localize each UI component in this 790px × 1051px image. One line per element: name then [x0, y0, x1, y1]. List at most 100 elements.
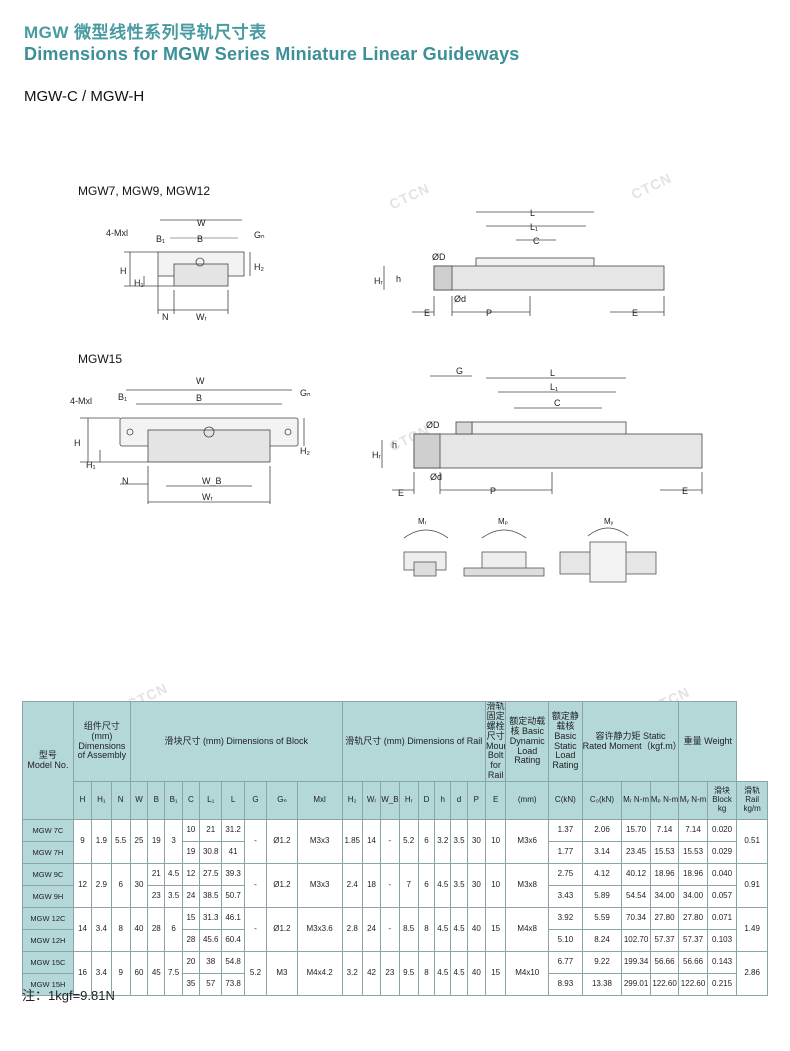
cell: 31.3 — [199, 907, 223, 931]
cell: M4x10 — [505, 951, 550, 997]
cell: 31.2 — [221, 819, 245, 843]
cell: 0.057 — [706, 885, 738, 909]
cell: 12 — [72, 863, 93, 909]
cell: M3x3 — [296, 819, 343, 865]
th-col: Mᵧ N-m — [678, 781, 708, 821]
cell: 54.8 — [221, 951, 245, 975]
cell: 27.80 — [678, 907, 708, 931]
label-B: B — [197, 234, 203, 244]
cell: 21 — [147, 863, 166, 887]
cell: 39.3 — [221, 863, 245, 887]
cell: 122.60 — [678, 973, 708, 997]
cell: 3.14 — [581, 841, 623, 865]
label-D: ØD — [426, 420, 440, 430]
table-row: MGW 15H 35 57 73.8 8.93 13.38 299.01 122… — [22, 973, 768, 997]
cell: - — [243, 907, 268, 953]
cell: 7.14 — [649, 819, 680, 843]
moment-diagram-mp: Mₚ — [463, 517, 545, 577]
label-L1: L₁ — [550, 382, 558, 392]
table-row: MGW 9H 23 3.5 24 38.5 50.7 3.43 5.89 54.… — [22, 885, 768, 909]
th-col: Gₙ — [266, 781, 298, 821]
cell: 38 — [199, 951, 223, 975]
cell: 30 — [466, 863, 487, 909]
cell-model: MGW 15H — [22, 973, 74, 997]
cell: 16 — [72, 951, 93, 997]
label-mxl: 4-Mxl — [70, 396, 92, 406]
label-L: L — [530, 208, 535, 218]
label-N: N — [122, 476, 129, 486]
cell: 19 — [181, 841, 201, 865]
th-col: B — [147, 781, 166, 821]
cell: 4.5 — [164, 863, 183, 887]
th-col: C — [181, 781, 201, 821]
cell: 14 — [361, 819, 382, 865]
label-WB: W_B — [202, 476, 222, 486]
cell: 6 — [417, 863, 436, 909]
th-col: W — [129, 781, 149, 821]
cell: - — [243, 863, 268, 909]
label-Gn: Gₙ — [300, 388, 311, 398]
label-H2: H₂ — [254, 262, 264, 272]
cell: 30 — [129, 863, 149, 909]
cell: 38.5 — [199, 885, 223, 909]
cell: 3.43 — [548, 885, 583, 909]
label-HR: Hᵣ — [372, 450, 381, 460]
th-col: Wᵣ — [361, 781, 382, 821]
th-col: H₂ — [341, 781, 363, 821]
label-D: ØD — [432, 252, 446, 262]
label-L: L — [550, 368, 555, 378]
th-col: C(kN) — [548, 781, 583, 821]
cell: - — [380, 863, 400, 909]
cell: M3x3.6 — [296, 907, 343, 953]
cell: 3.4 — [91, 907, 112, 953]
table-row: MGW 7H 19 30.8 41 1.77 3.14 23.45 15.53 … — [22, 841, 768, 865]
side-view-drawing-small: L L₁ C ØD Ød h Hᵣ E P E — [374, 208, 665, 318]
label-B1: B₁ — [156, 234, 165, 244]
label-h: h — [392, 440, 397, 450]
cell: 27.80 — [649, 907, 680, 931]
cell: 30.8 — [199, 841, 223, 865]
cell: 9.22 — [581, 951, 623, 975]
cell: 19 — [147, 819, 166, 865]
th-col: E — [484, 781, 507, 821]
cell-model: MGW 9C — [22, 863, 74, 887]
cell: 102.70 — [621, 929, 651, 953]
cell: 9.5 — [398, 951, 419, 997]
cell: 0.51 — [736, 819, 768, 865]
cell: 3 — [164, 819, 183, 865]
cell: 12 — [181, 863, 201, 887]
cell: 28 — [147, 907, 166, 953]
cell: 1.37 — [548, 819, 583, 843]
cell: 3.2 — [434, 819, 452, 865]
cell: 0.103 — [706, 929, 738, 953]
cell: 56.66 — [649, 951, 680, 975]
label-P: P — [486, 308, 492, 318]
cell: - — [243, 819, 268, 865]
label-d: Ød — [454, 294, 466, 304]
cell: 0.143 — [706, 951, 738, 975]
cell: 6 — [164, 907, 183, 953]
cell: 7.5 — [164, 951, 183, 997]
cell: 122.60 — [649, 973, 680, 997]
th-col: Mᵣ N-m — [621, 781, 651, 821]
cell: 15.53 — [649, 841, 680, 865]
cell: 8.5 — [398, 907, 419, 953]
th-block: 滑块尺寸 (mm) Dimensions of Block — [129, 700, 343, 783]
cell: 15.70 — [621, 819, 651, 843]
cell: 14 — [72, 907, 93, 953]
label-E-right: E — [632, 308, 638, 318]
cell: - — [380, 907, 400, 953]
cell: 3.2 — [341, 951, 363, 997]
cell: 25 — [129, 819, 149, 865]
th-col: (mm) — [505, 781, 550, 821]
cell: 28 — [181, 929, 201, 953]
table-row: MGW 9C 12 2.9 6 30 21 4.5 12 27.5 39.3 -… — [22, 863, 768, 909]
cell: 15 — [484, 951, 507, 997]
label-W: W — [196, 376, 205, 386]
label-W: W — [197, 218, 206, 228]
cell: 8.93 — [548, 973, 583, 997]
moment-diagram-my: Mᵧ — [559, 517, 657, 583]
cell: Ø1.2 — [266, 863, 298, 909]
cell: 24 — [181, 885, 201, 909]
cell: 8 — [417, 951, 436, 997]
